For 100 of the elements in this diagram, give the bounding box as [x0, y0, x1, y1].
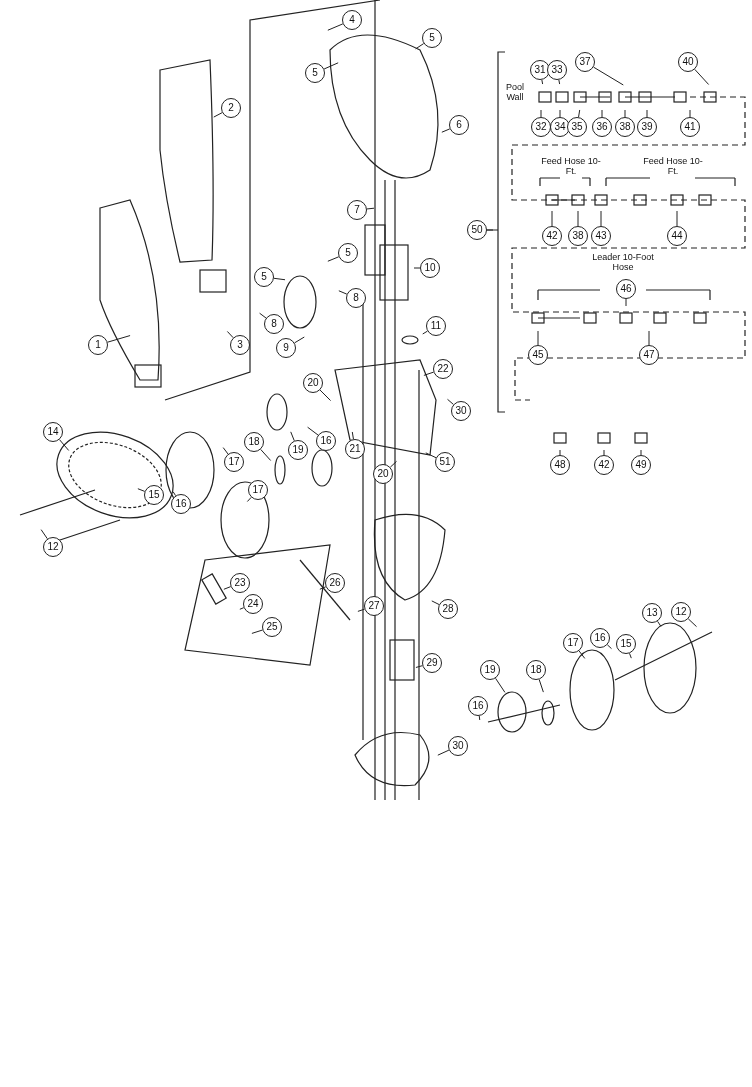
- callout-number: 50: [467, 220, 487, 240]
- callout-number: 8: [264, 314, 284, 334]
- callout-number: 16: [171, 494, 191, 514]
- part-label: Feed Hose 10-Ft.: [541, 156, 601, 176]
- leader-line: [40, 529, 48, 540]
- part-label: Feed Hose 10-Ft.: [643, 156, 703, 176]
- callout-number: 6: [449, 115, 469, 135]
- leader-line: [447, 398, 454, 405]
- leader-line: [600, 210, 602, 227]
- callout-number: 47: [639, 345, 659, 365]
- callout-number: 43: [591, 226, 611, 246]
- callout-number: 15: [616, 634, 636, 654]
- callout-number: 10: [420, 258, 440, 278]
- callout-number: 12: [671, 602, 691, 622]
- callout-number: 32: [531, 117, 551, 137]
- leader-line: [338, 290, 348, 295]
- leader-line: [223, 586, 232, 590]
- callout-number: 35: [567, 117, 587, 137]
- callout-number: 8: [346, 288, 366, 308]
- callout-number: 42: [542, 226, 562, 246]
- callout-number: 51: [435, 452, 455, 472]
- leader-line: [251, 629, 263, 634]
- callout-number: 30: [451, 401, 471, 421]
- callout-number: 21: [345, 439, 365, 459]
- leader-line: [606, 644, 613, 650]
- leader-line: [59, 439, 70, 451]
- leader-line: [307, 426, 319, 436]
- callout-number: 5: [422, 28, 442, 48]
- callout-number: 23: [230, 573, 250, 593]
- leader-line: [541, 79, 544, 85]
- callout-number: 11: [426, 316, 446, 336]
- callout-number: 37: [575, 52, 595, 72]
- leader-line: [294, 336, 305, 344]
- callout-number: 42: [594, 455, 614, 475]
- callout-number: 18: [244, 432, 264, 452]
- leader-line: [327, 256, 340, 262]
- callout-number: 41: [680, 117, 700, 137]
- leader-line: [213, 112, 223, 118]
- callout-number: 3: [230, 335, 250, 355]
- leader-line: [687, 618, 698, 628]
- leader-line: [290, 431, 295, 442]
- callout-number: 20: [303, 373, 323, 393]
- leader-line: [260, 448, 272, 461]
- callout-number: 9: [276, 338, 296, 358]
- callout-number: 36: [592, 117, 612, 137]
- callout-number: 24: [243, 594, 263, 614]
- leader-line: [629, 652, 632, 659]
- leader-line: [239, 607, 245, 610]
- leader-line: [603, 449, 605, 456]
- leader-line: [593, 66, 624, 86]
- callout-number: 1: [88, 335, 108, 355]
- leader-line: [578, 650, 586, 659]
- leader-line: [431, 600, 440, 606]
- callout-number: 5: [305, 63, 325, 83]
- leader-line: [389, 460, 398, 468]
- callout-number: 28: [438, 599, 458, 619]
- leader-line: [689, 109, 691, 118]
- leader-line: [222, 447, 229, 455]
- leader-line: [657, 620, 662, 627]
- callout-number: 18: [526, 660, 546, 680]
- callout-number: 17: [224, 452, 244, 472]
- callout-number: 49: [631, 455, 651, 475]
- callout-number: 20: [373, 464, 393, 484]
- leader-line: [259, 312, 267, 319]
- callout-number: 5: [254, 267, 274, 287]
- callout-number: 13: [642, 603, 662, 623]
- callout-number: 45: [528, 345, 548, 365]
- leader-line: [351, 431, 354, 440]
- leader-line: [172, 491, 177, 497]
- leader-line: [540, 109, 542, 118]
- leader-line: [423, 371, 434, 376]
- callout-number: 17: [248, 480, 268, 500]
- leader-line: [538, 679, 544, 693]
- leader-line: [559, 109, 561, 118]
- leader-line: [107, 335, 131, 343]
- callout-number: 48: [550, 455, 570, 475]
- leader-line: [437, 749, 450, 756]
- callout-number: 33: [547, 60, 567, 80]
- leader-line: [624, 109, 626, 118]
- callout-number: 16: [468, 696, 488, 716]
- leader-line: [676, 210, 678, 227]
- leader-line: [694, 68, 710, 86]
- callout-number: 44: [667, 226, 687, 246]
- callout-number: 38: [568, 226, 588, 246]
- leader-line: [246, 496, 252, 503]
- callout-number: 2: [221, 98, 241, 118]
- leader-line: [357, 608, 365, 612]
- callout-number: 4: [342, 10, 362, 30]
- leader-line: [559, 449, 561, 456]
- callout-number: 5: [338, 243, 358, 263]
- leader-line: [577, 210, 579, 227]
- leader-line: [366, 207, 375, 210]
- leader-line: [640, 449, 642, 456]
- leader-line: [413, 267, 421, 269]
- leader-line: [551, 210, 553, 227]
- callout-number: 27: [364, 596, 384, 616]
- callout-number: 25: [262, 617, 282, 637]
- leader-line: [648, 330, 650, 346]
- leader-line: [415, 43, 425, 50]
- leader-line: [601, 109, 603, 118]
